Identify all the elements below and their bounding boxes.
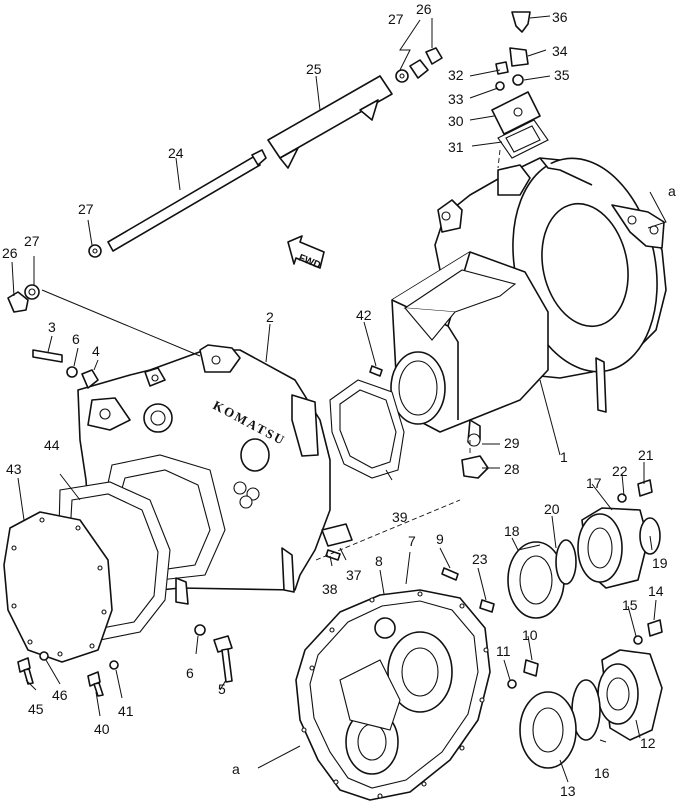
callout-a-top: a <box>668 183 676 199</box>
small-parts <box>7 11 663 769</box>
callout-14: 14 <box>648 583 664 599</box>
callout-12: 12 <box>640 735 656 751</box>
callout-40: 40 <box>94 721 110 737</box>
callout-26b: 26 <box>2 245 18 261</box>
callout-5: 5 <box>218 681 226 697</box>
callout-27c: 27 <box>78 201 94 217</box>
callout-43: 43 <box>6 461 22 477</box>
callout-1: 1 <box>560 449 568 465</box>
callout-3: 3 <box>48 319 56 335</box>
cover-plate-43 <box>3 511 113 663</box>
callout-36: 36 <box>552 9 568 25</box>
forward-direction-arrow: FWD <box>287 235 325 271</box>
callout-37: 37 <box>346 567 362 583</box>
callout-32: 32 <box>448 67 464 83</box>
callout-42: 42 <box>356 307 372 323</box>
callout-8: 8 <box>375 553 383 569</box>
callout-39: 39 <box>392 509 408 525</box>
callout-7: 7 <box>408 533 416 549</box>
callout-23: 23 <box>472 551 488 567</box>
callout-9: 9 <box>436 531 444 547</box>
callout-35: 35 <box>554 67 570 83</box>
callout-2: 2 <box>266 309 274 325</box>
callout-26a: 26 <box>416 1 432 17</box>
callout-6a: 6 <box>72 331 80 347</box>
callout-20: 20 <box>544 501 560 517</box>
callout-18: 18 <box>504 523 520 539</box>
leader-lines <box>11 15 667 783</box>
callout-27b: 27 <box>24 233 40 249</box>
callout-45: 45 <box>28 701 44 717</box>
callout-27a: 27 <box>388 11 404 27</box>
callout-30: 30 <box>448 113 464 129</box>
callout-25: 25 <box>306 61 322 77</box>
callout-29: 29 <box>504 435 520 451</box>
callout-38: 38 <box>322 581 338 597</box>
callout-22: 22 <box>612 463 628 479</box>
callout-4: 4 <box>92 343 100 359</box>
callout-labels: 1 2 3 4 5 6 6 7 8 9 10 11 12 13 14 15 16… <box>2 1 676 799</box>
callout-19: 19 <box>652 555 668 571</box>
callout-15: 15 <box>622 597 638 613</box>
callout-17: 17 <box>586 475 602 491</box>
callout-11: 11 <box>496 643 511 659</box>
front-cover-7-8 <box>295 589 491 801</box>
callout-28: 28 <box>504 461 520 477</box>
callout-24: 24 <box>168 145 184 161</box>
callout-6b: 6 <box>186 665 194 681</box>
callout-33: 33 <box>448 91 464 107</box>
callout-10: 10 <box>522 627 538 643</box>
callout-41: 41 <box>118 703 134 719</box>
callout-46: 46 <box>52 687 68 703</box>
callout-44: 44 <box>44 437 60 453</box>
transmission-case-right <box>390 157 667 443</box>
callout-a-bottom: a <box>232 761 240 777</box>
callout-13: 13 <box>560 783 576 799</box>
callout-21: 21 <box>638 447 654 463</box>
callout-31: 31 <box>448 139 464 155</box>
callout-16: 16 <box>594 765 610 781</box>
callout-34: 34 <box>552 43 568 59</box>
